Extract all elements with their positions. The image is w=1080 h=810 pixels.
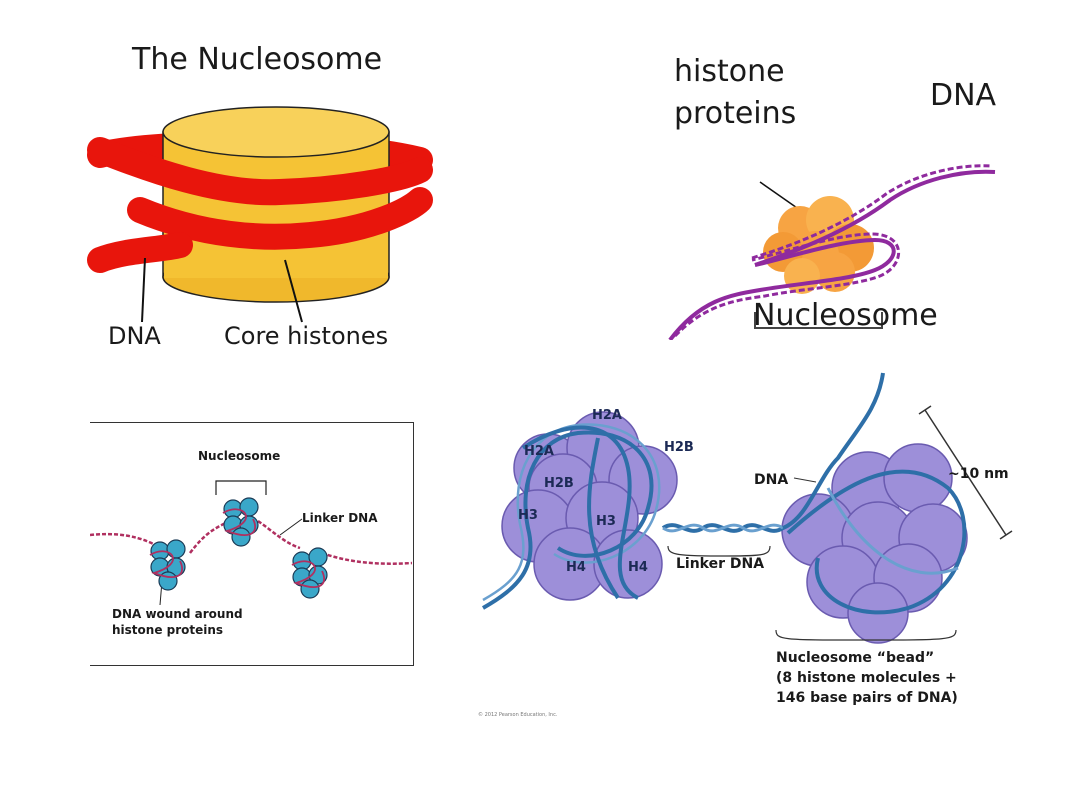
linker-bracket <box>667 545 771 557</box>
panel3-label-linker-dna: Linker DNA <box>302 511 378 525</box>
beads-diagram <box>90 480 412 606</box>
dna-helix-right <box>782 372 967 615</box>
pointer-dna <box>141 257 146 323</box>
panel4-label-size: ~10 nm <box>948 466 1009 482</box>
detailed-nucleosome-diagram <box>482 372 1013 644</box>
histone-label-h4-left: H4 <box>566 560 586 575</box>
histone-label-h2a-top: H2A <box>592 408 622 423</box>
histone-core-top <box>162 106 390 158</box>
dna-tail <box>87 232 193 273</box>
dna-wrap-2 <box>127 187 433 250</box>
panel4-label-dna: DNA <box>754 472 789 488</box>
bead-bracket <box>775 629 957 641</box>
panel-histone-dna: histone proteins DNA Nucleosome <box>660 50 1020 350</box>
panel3-label-wound-line2: histone proteins <box>112 623 224 637</box>
panel2-label-histone-line1: histone <box>674 54 785 89</box>
histone-label-h2b-left: H2B <box>544 476 574 491</box>
nucleosome-bracket-small <box>215 480 267 495</box>
panel4-label-linker-dna: Linker DNA <box>676 556 765 572</box>
panel3-label-nucleosome: Nucleosome <box>198 449 281 463</box>
panel2-label-dna: DNA <box>930 78 997 113</box>
right-histone-octamer <box>781 443 968 644</box>
panel-detailed-nucleosome: H2A H2A H2B H2B H3 H3 H4 H4 DNA ~10 nm L… <box>478 368 1038 728</box>
linker-dna-helix <box>661 523 785 533</box>
nucleosome-bracket <box>754 312 883 329</box>
histone-dna-diagram <box>668 164 996 340</box>
bead-left <box>149 539 186 591</box>
dna-wrap-1 <box>87 137 433 206</box>
pointer-linker <box>279 518 303 536</box>
dna-double-helix <box>668 164 996 340</box>
histone-label-h2b-right: H2B <box>664 440 694 455</box>
histone-protein-cluster <box>763 196 874 294</box>
cylinder-diagram <box>87 106 433 323</box>
panel1-label-dna: DNA <box>108 322 161 350</box>
histone-label-h2a-left: H2A <box>524 444 554 459</box>
panel-beads-on-string: Nucleosome Linker DNA DNA wound around h… <box>90 422 414 666</box>
bead-right <box>291 547 328 599</box>
size-indicator-line <box>924 409 1007 536</box>
panel4-bead-line1: Nucleosome “bead” <box>776 650 935 666</box>
bead-middle <box>222 497 259 547</box>
panel4-bead-line3: 146 base pairs of DNA) <box>776 690 958 706</box>
panel4-copyright: © 2012 Pearson Education, Inc. <box>478 712 558 718</box>
panel-cylinder-nucleosome: The Nucleosome DNA Core histones <box>80 30 440 360</box>
histone-label-h4-right: H4 <box>628 560 648 575</box>
histone-label-h3-mid: H3 <box>596 514 616 529</box>
pointer-core <box>284 259 303 323</box>
panel4-bead-line2: (8 histone molecules + <box>776 670 957 686</box>
dna-helix-left <box>482 423 661 610</box>
panel2-label-histone-line2: proteins <box>674 96 797 131</box>
panel1-title: The Nucleosome <box>132 42 383 77</box>
pointer-dna-detail <box>793 477 817 483</box>
panel1-label-core-histones: Core histones <box>224 322 389 350</box>
pointer-histone <box>759 181 801 211</box>
panel3-label-wound-line1: DNA wound around <box>112 607 243 621</box>
histone-label-h3-left: H3 <box>518 508 538 523</box>
panel2-label-nucleosome: Nucleosome <box>753 298 938 333</box>
